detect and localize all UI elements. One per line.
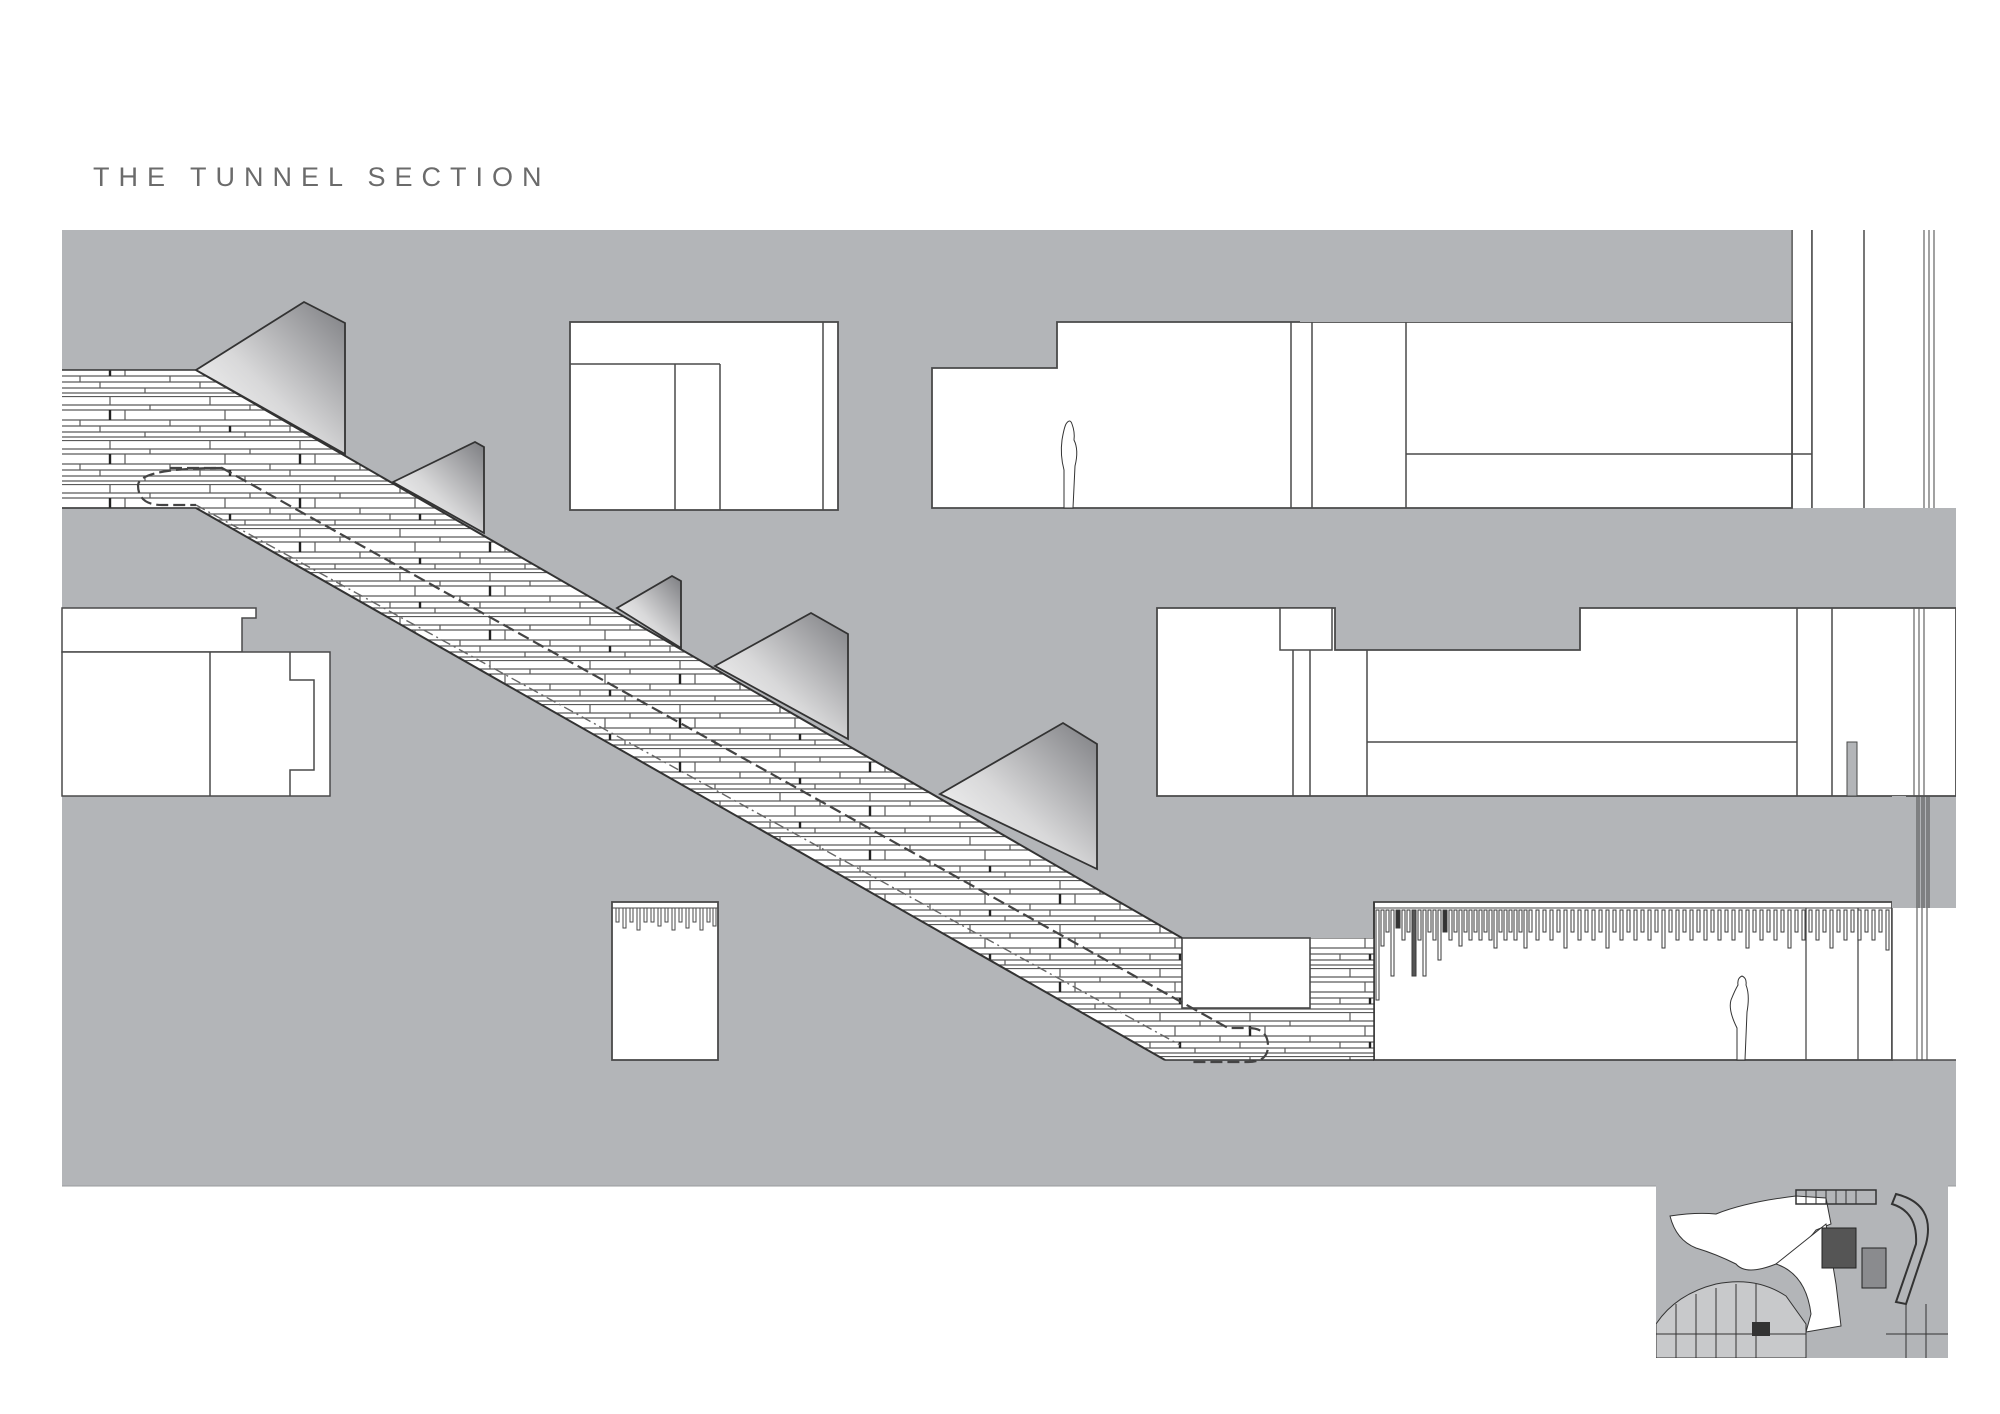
middle-room-right [1156, 607, 1957, 797]
site-plan-inset [1656, 1184, 1948, 1358]
ceiling-fringe [1375, 909, 1890, 1001]
human-figure-upper [1060, 420, 1078, 509]
drawing-title: THE TUNNEL SECTION [93, 162, 551, 192]
escalator-tube [62, 369, 1375, 1064]
lower-room-small [611, 901, 719, 1061]
site-plan-map [1656, 1184, 1948, 1358]
middle-room-left [61, 607, 331, 797]
human-figure-lower [1729, 975, 1749, 1061]
skylight-prisms [194, 300, 1098, 871]
upper-room-a [569, 321, 839, 511]
